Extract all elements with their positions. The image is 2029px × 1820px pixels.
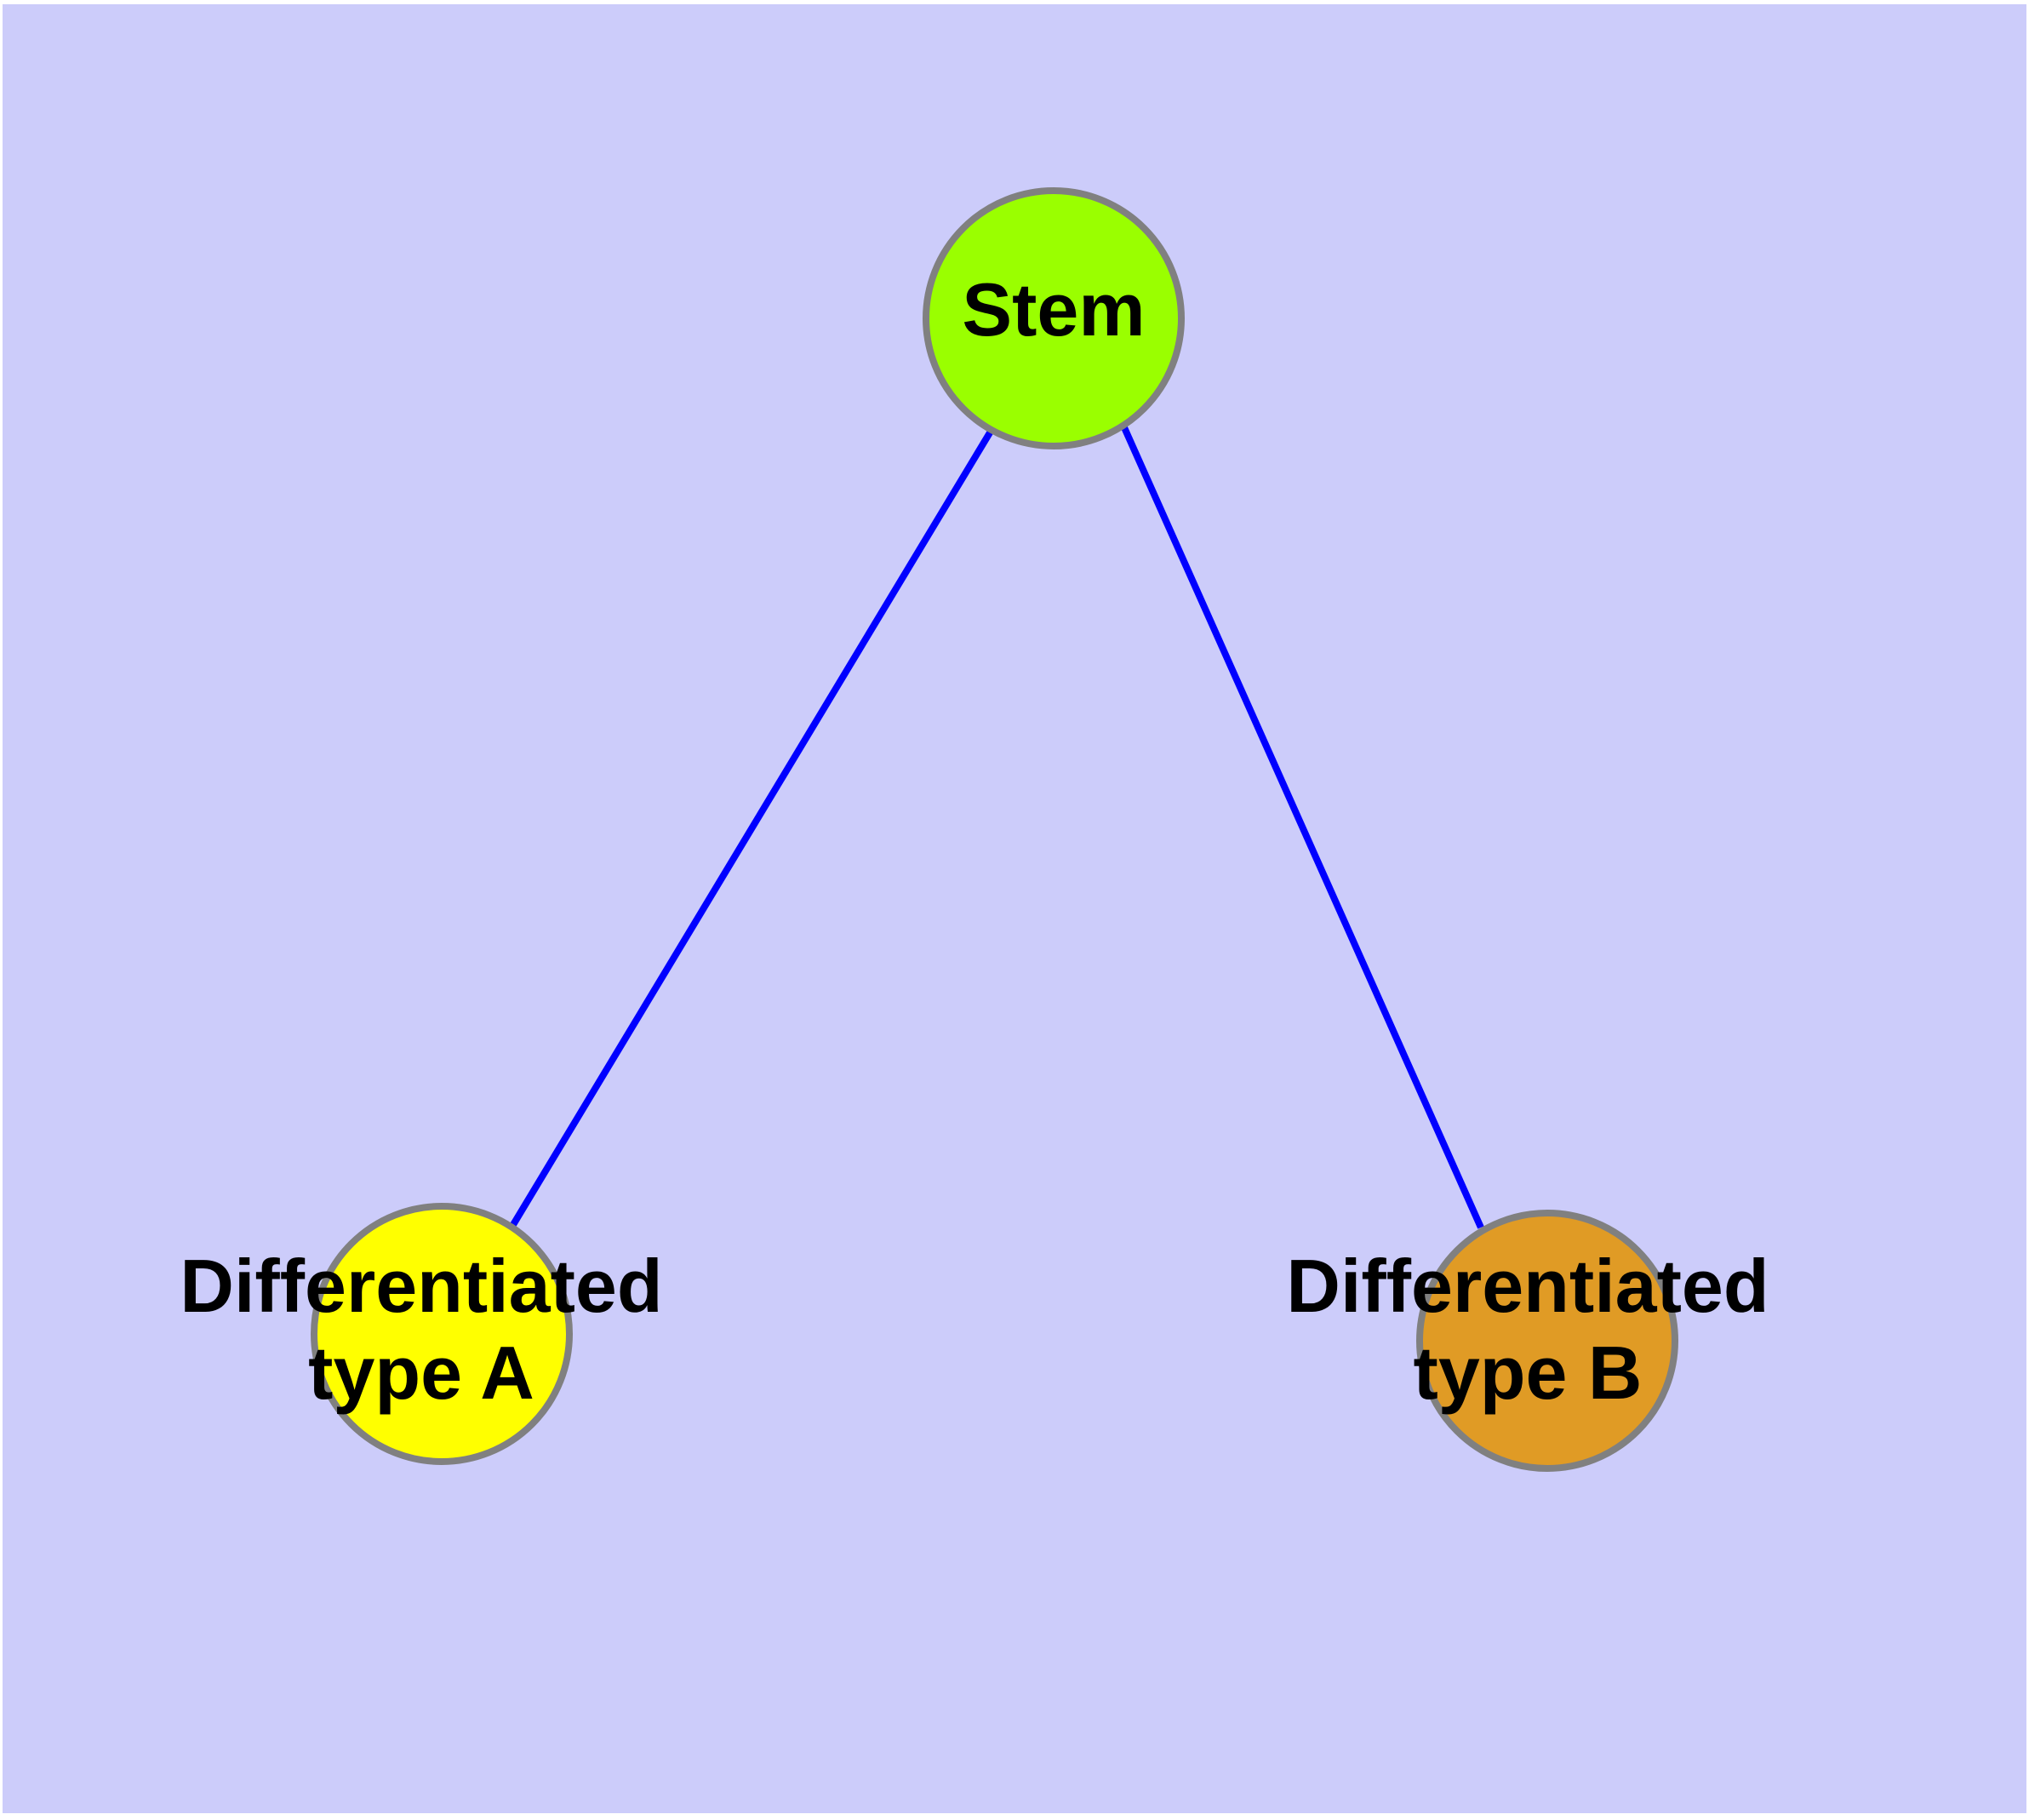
edge-stem-to-differentiated-type-a [508,427,995,1230]
node-stem[interactable] [923,187,1185,449]
node-differentiated-type-a[interactable] [311,1203,573,1465]
node-differentiated-type-b[interactable] [1416,1210,1678,1472]
edge-layer [508,424,1484,1230]
edge-stem-to-differentiated-type-b [1120,424,1484,1229]
node-layer [311,187,1678,1472]
